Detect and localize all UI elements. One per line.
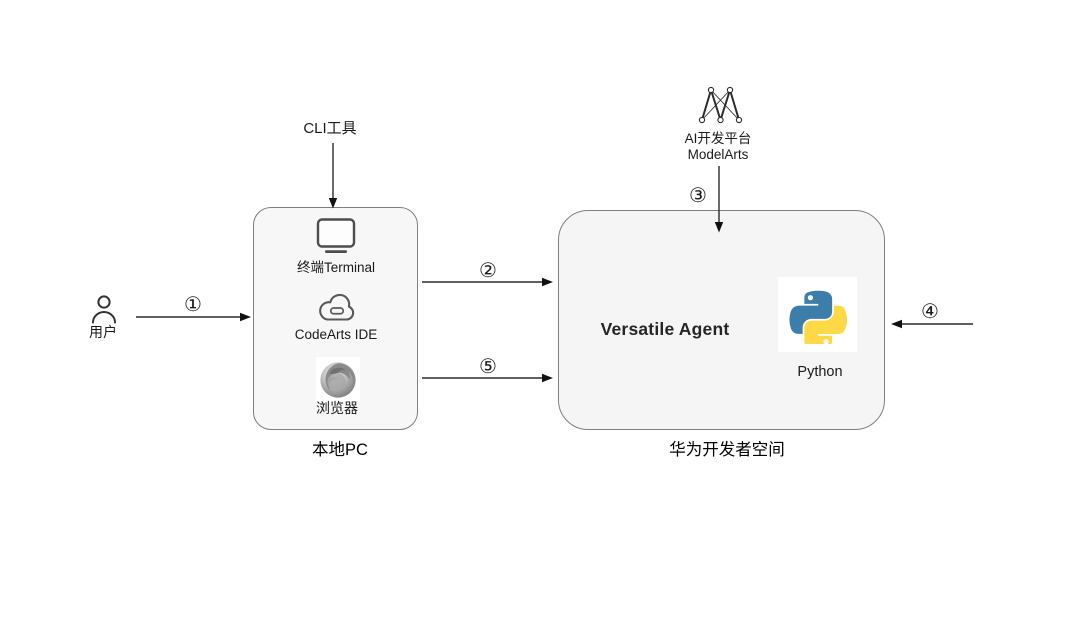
browser-icon-card <box>316 357 360 402</box>
cloud-icon <box>319 293 355 321</box>
cli-tool-label: CLI工具 <box>303 120 357 137</box>
python-card <box>778 277 857 352</box>
arrow-2 <box>422 277 553 287</box>
local-pc-title: 本地PC <box>312 441 368 459</box>
monitor-icon <box>316 218 356 253</box>
codearts-label: CodeArts IDE <box>294 327 378 342</box>
modelarts-product-label: ModelArts <box>687 147 749 162</box>
arrow-5-badge: ⑤ <box>479 354 497 378</box>
modelarts-icon <box>698 86 743 124</box>
python-logo-icon <box>788 290 847 344</box>
python-label: Python <box>797 364 843 380</box>
arrow-2-badge: ② <box>479 258 497 282</box>
arrow-1-badge: ① <box>184 292 202 316</box>
arrow-5 <box>422 373 553 383</box>
modelarts-platform-label: AI开发平台 <box>684 131 752 146</box>
cli-arrow <box>328 143 338 209</box>
arrow-4 <box>891 319 973 329</box>
arrow-3 <box>714 166 724 233</box>
arrow-3-badge: ③ <box>689 183 707 207</box>
browser-label: 浏览器 <box>316 400 358 416</box>
dev-space-title: 华为开发者空间 <box>669 441 785 459</box>
terminal-label: 终端Terminal <box>296 260 375 275</box>
user-icon <box>92 295 116 324</box>
versatile-agent-label: Versatile Agent <box>600 319 730 339</box>
user-label: 用户 <box>89 324 117 340</box>
arrow-4-badge: ④ <box>921 299 939 323</box>
arrow-1 <box>136 312 251 322</box>
firefox-icon <box>320 361 356 398</box>
